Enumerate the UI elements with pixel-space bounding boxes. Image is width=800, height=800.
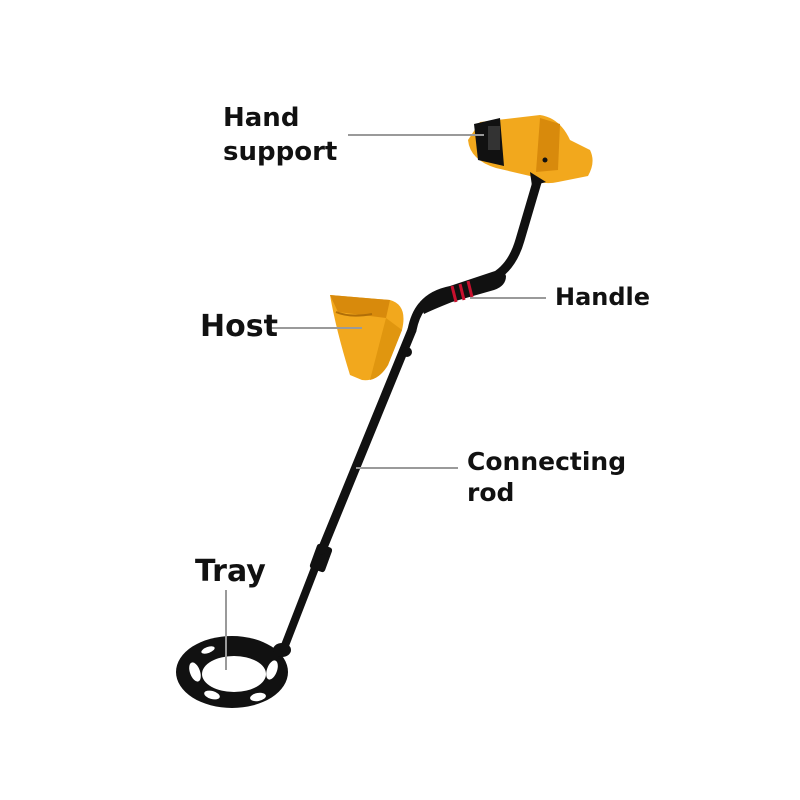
label-hand-support-line1: Hand [223,103,300,133]
label-connecting-rod-line1: Connecting [467,447,627,476]
label-host: Host [200,309,278,344]
hand-support-cuff [468,115,593,186]
connecting-rod [280,325,417,652]
host-unit [330,295,404,381]
upper-rod [407,167,545,335]
tray-coil [176,636,291,708]
label-connecting-rod-line2: rod [467,478,515,507]
label-tray: Tray [195,554,266,589]
label-handle: Handle [555,283,651,311]
leader-lines [225,134,546,670]
label-hand-support-line2: support [223,137,338,167]
